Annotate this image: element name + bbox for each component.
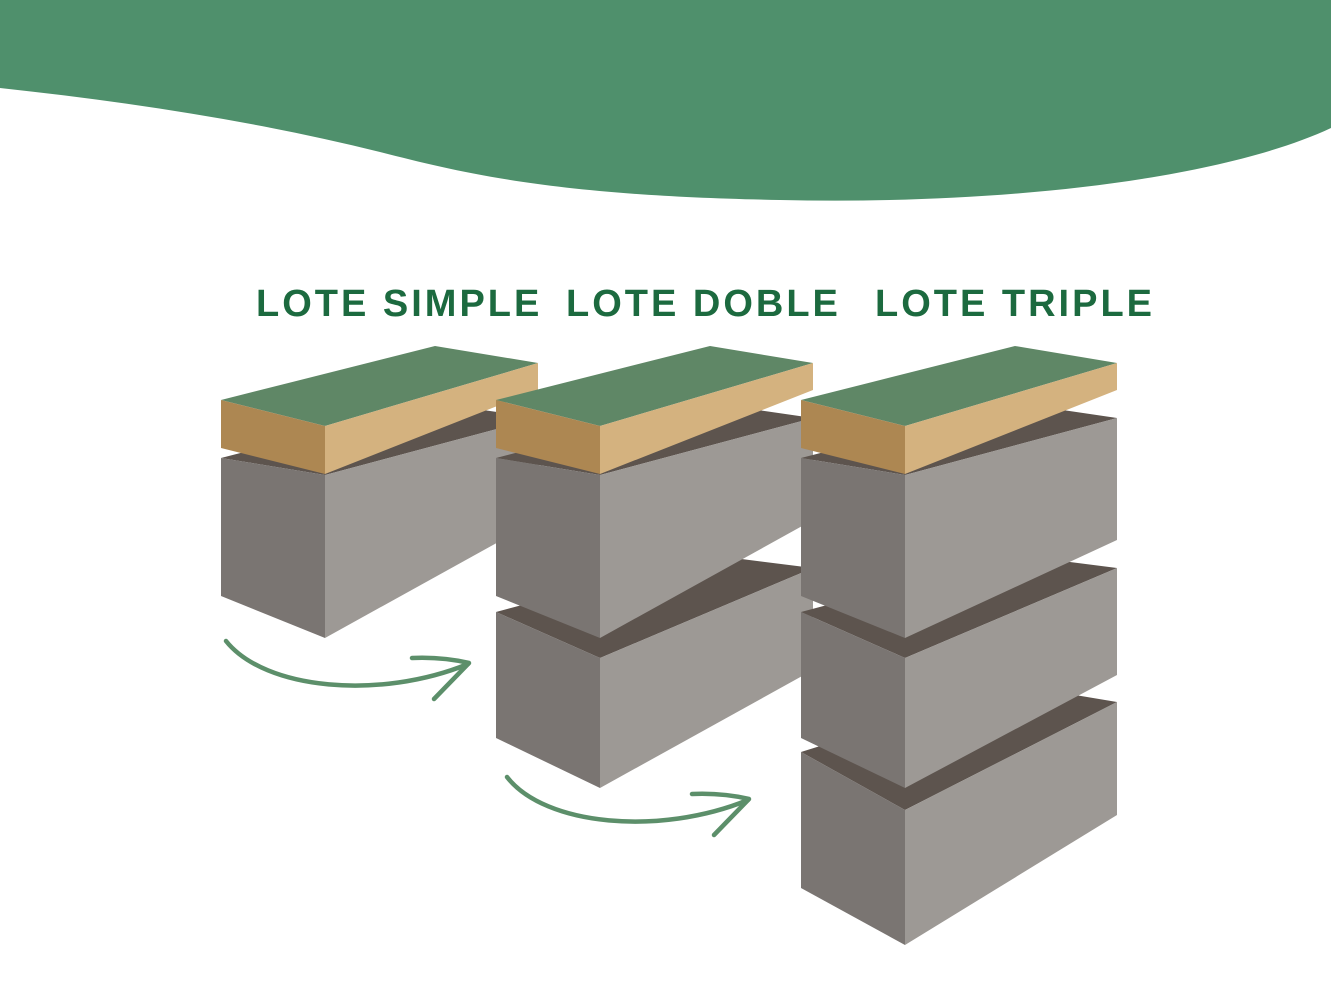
label-lote-doble: LOTE DOBLE bbox=[566, 283, 841, 325]
block-front-face bbox=[496, 458, 600, 638]
banner-wave bbox=[0, 0, 1331, 201]
block-side-face bbox=[905, 418, 1117, 638]
lot-simple bbox=[221, 346, 538, 638]
arrow-curve bbox=[223, 638, 471, 688]
soil-layer-triple bbox=[801, 346, 1117, 474]
label-lote-triple: LOTE TRIPLE bbox=[875, 283, 1155, 325]
arrow-simple-to-doble bbox=[223, 638, 472, 702]
block-front-face bbox=[221, 458, 325, 638]
block-side-face bbox=[600, 418, 813, 638]
block-front-face bbox=[496, 612, 600, 788]
arrow-curve bbox=[504, 774, 751, 824]
soil-side-face bbox=[905, 363, 1117, 474]
soil-top-face bbox=[801, 346, 1117, 426]
arrow-head bbox=[409, 655, 472, 702]
lot-doble bbox=[496, 346, 813, 788]
block-side-face bbox=[905, 568, 1117, 788]
block-front-face bbox=[801, 612, 905, 788]
soil-front-face bbox=[801, 400, 905, 474]
block-side-face bbox=[600, 568, 813, 788]
arrow-head bbox=[689, 791, 752, 838]
block-side-face bbox=[905, 702, 1117, 945]
block-front-face bbox=[801, 752, 905, 945]
soil-layer-simple bbox=[221, 346, 538, 474]
soil-side-face bbox=[600, 363, 813, 474]
block-front-face bbox=[801, 458, 905, 638]
block-side-face bbox=[325, 418, 538, 638]
soil-side-face bbox=[325, 363, 538, 474]
soil-front-face bbox=[221, 400, 325, 474]
label-lote-simple: LOTE SIMPLE bbox=[256, 283, 542, 325]
soil-top-face bbox=[221, 346, 538, 426]
soil-layer-doble bbox=[496, 346, 813, 474]
soil-front-face bbox=[496, 400, 600, 474]
lot-triple bbox=[801, 346, 1117, 945]
arrow-doble-to-triple bbox=[504, 774, 752, 838]
soil-top-face bbox=[496, 346, 813, 426]
